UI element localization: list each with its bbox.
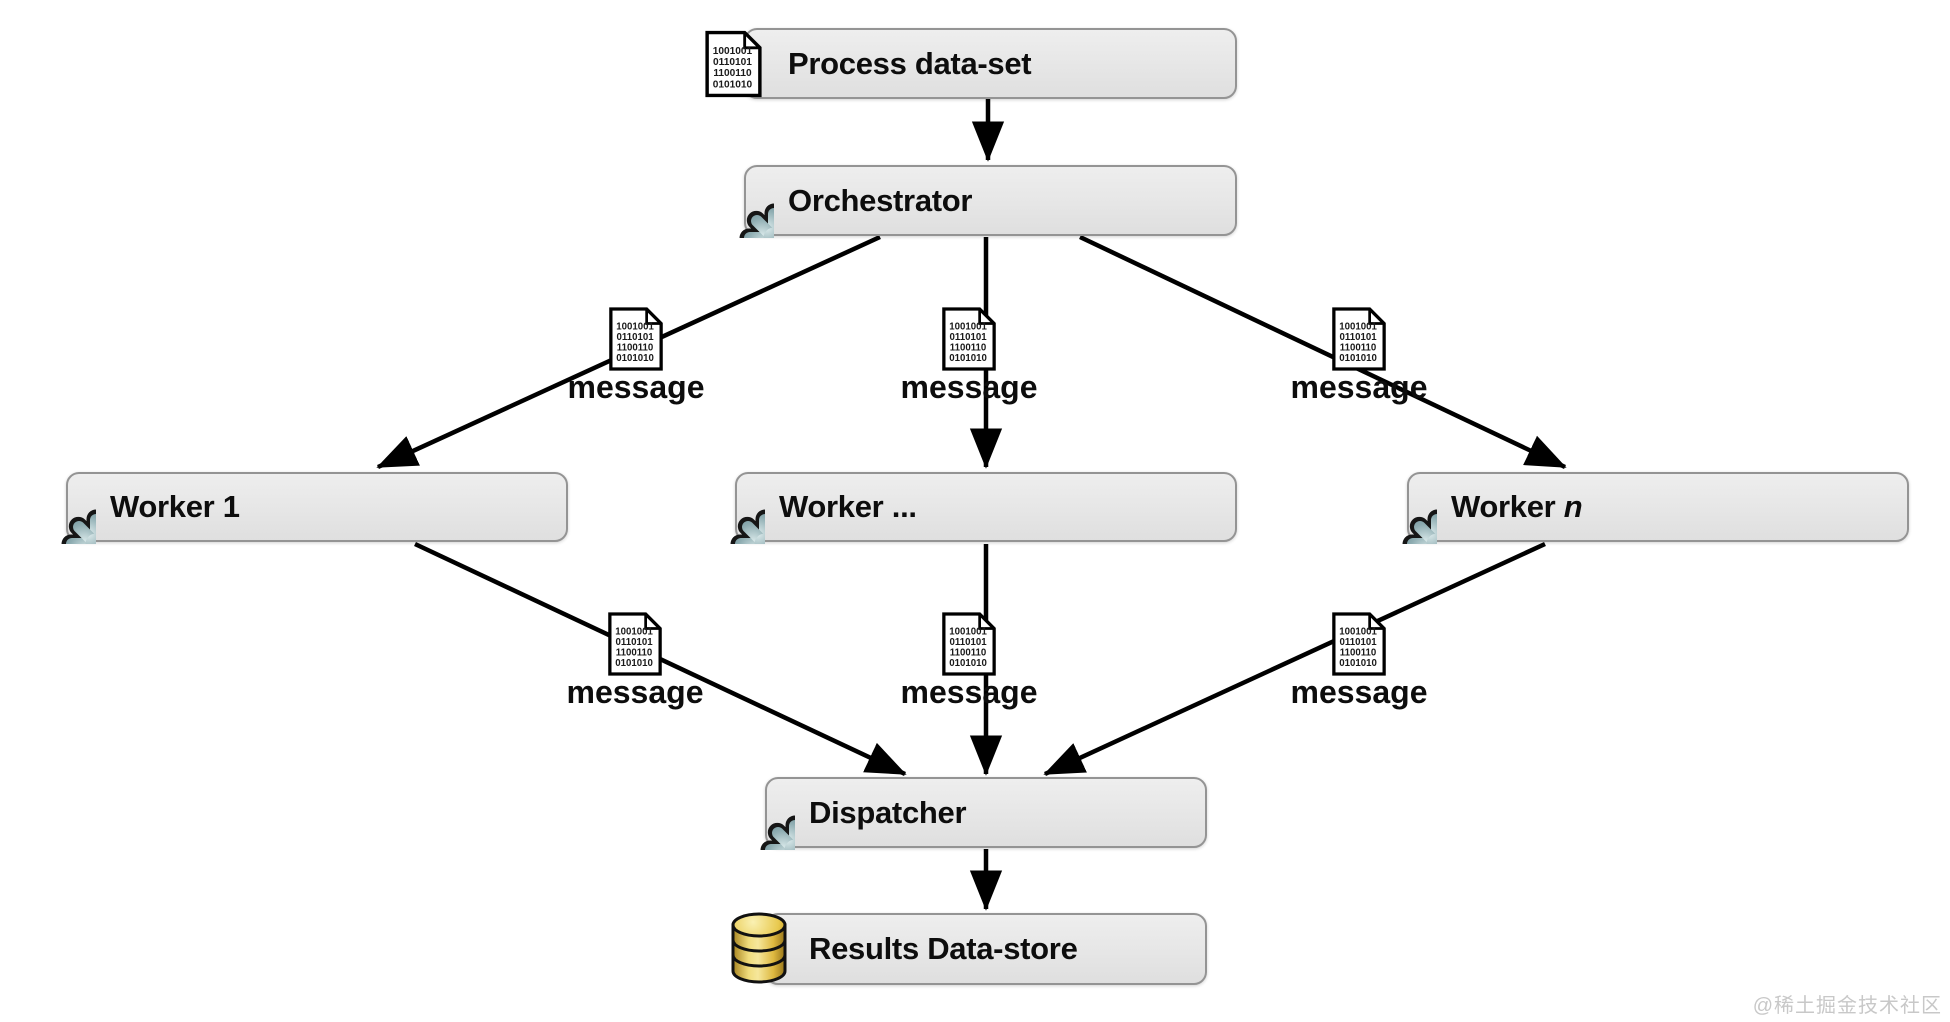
arrow-worker-n-to-dispatcher: [1043, 541, 1546, 777]
node-label: Process data-set: [788, 45, 1032, 81]
binary-document-icon: [1330, 610, 1388, 678]
message-node: message: [1291, 610, 1427, 710]
watermark: @稀土掘金技术社区: [1752, 995, 1942, 1017]
arrow-orchestrator-to-worker-n: [1079, 234, 1567, 470]
node-worker-1: Worker 1: [66, 472, 568, 542]
node-worker-n: Worker n: [1407, 472, 1909, 542]
message-label: message: [900, 674, 1038, 710]
asterisk-icon: [691, 470, 765, 544]
node-label: Orchestrator: [788, 182, 973, 218]
node-label: Worker ...: [779, 489, 917, 524]
binary-document-icon: [703, 28, 764, 99]
binary-document-icon: [1330, 305, 1388, 373]
node-label: Dispatcher: [809, 794, 967, 830]
database-icon: [727, 911, 791, 987]
binary-document-icon: [940, 610, 998, 678]
message-label: message: [1290, 369, 1428, 405]
node-label: Worker 1: [110, 489, 240, 524]
message-label: message: [900, 369, 1038, 405]
node-dispatcher: Dispatcher: [765, 777, 1207, 848]
node-label: Results Data-store: [809, 931, 1078, 966]
message-label: message: [566, 674, 704, 710]
asterisk-icon: [1363, 470, 1437, 544]
binary-document-icon: [607, 305, 665, 373]
binary-document-icon: [606, 610, 664, 678]
message-label: message: [567, 369, 705, 405]
binary-document-icon: [940, 305, 998, 373]
message-label: message: [1290, 674, 1428, 710]
node-results-data-store: Results Data-store: [765, 913, 1207, 985]
node-process-data-set: Process data-set: [744, 28, 1237, 99]
asterisk-icon: [721, 776, 795, 850]
message-node: message: [1291, 305, 1427, 405]
message-node: message: [567, 610, 703, 710]
asterisk-icon: [700, 164, 774, 238]
message-node: message: [901, 610, 1037, 710]
node-worker-mid: Worker ...: [735, 472, 1237, 542]
message-node: message: [901, 305, 1037, 405]
message-node: message: [568, 305, 704, 405]
node-label: Worker n: [1451, 489, 1583, 524]
node-orchestrator: Orchestrator: [744, 165, 1237, 236]
asterisk-icon: [22, 470, 96, 544]
